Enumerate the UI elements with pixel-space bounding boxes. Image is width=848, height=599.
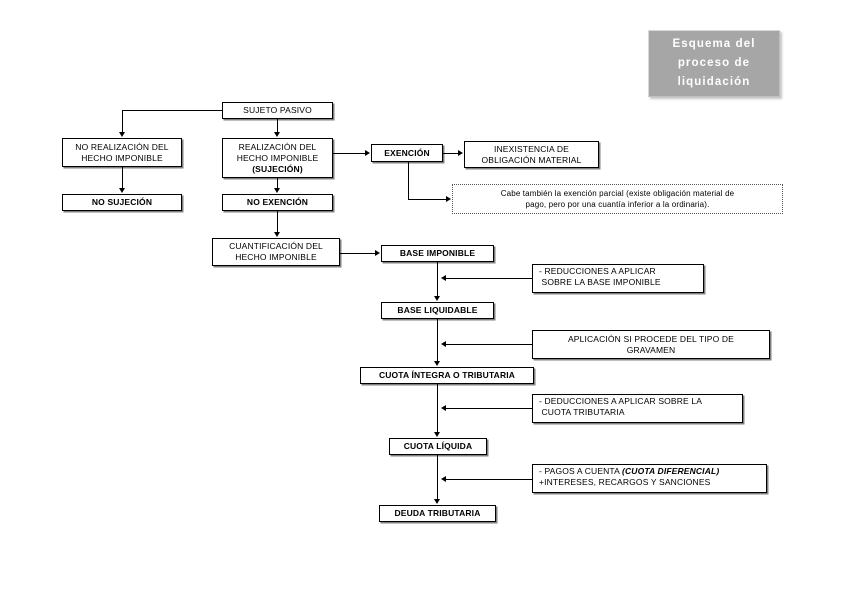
connector-deducciones-to-spine	[446, 408, 532, 409]
arrow-aplicacion-tipo-in	[441, 340, 446, 347]
node-cuantificacion-line-2: HECHO IMPONIBLE	[235, 252, 317, 262]
node-base-imponible-label: BASE IMPONIBLE	[399, 248, 476, 258]
node-realizacion-line-2: HECHO IMPONIBLE	[236, 152, 319, 163]
node-cuota-integra-label: CUOTA ÍNTEGRA O TRIBUTARIA	[378, 370, 516, 380]
note-deducciones-line-2: CUOTA TRIBUTARIA	[541, 407, 625, 417]
note-pagos-line-1-text: - PAGOS A CUENTA	[539, 466, 623, 476]
connector-left-down	[122, 110, 123, 133]
node-no-sujecion: NO SUJECIÓN	[62, 194, 182, 211]
node-no-realizacion-hecho-imponible: NO REALIZACIÓN DEL HECHO IMPONIBLE	[62, 138, 182, 167]
node-cuota-liquida: CUOTA LÍQUIDA	[389, 438, 487, 455]
arrow-to-cuota-integra	[433, 361, 440, 366]
arrow-to-exencion	[365, 149, 370, 156]
connector-aplicacion-tipo-to-spine	[446, 344, 532, 345]
title-plaque: Esquema del proceso de liquidación	[648, 30, 780, 97]
connector-sujeto-down	[277, 119, 278, 133]
node-inexistencia-line-2: OBLIGACIÓN MATERIAL	[481, 154, 582, 165]
node-exencion: EXENCIÓN	[371, 144, 443, 162]
connector-no-realizacion-down	[122, 167, 123, 189]
node-cuota-integra-tributaria: CUOTA ÍNTEGRA O TRIBUTARIA	[360, 367, 534, 384]
node-inexistencia-line-1: INEXISTENCIA DE	[494, 143, 569, 154]
node-no-exencion: NO EXENCIÓN	[222, 194, 333, 211]
node-deuda-tributaria-label: DEUDA TRIBUTARIA	[394, 508, 481, 518]
title-line-3: liquidación	[677, 76, 751, 88]
node-cuantificacion-hecho-imponible: CUANTIFICACIÓN DEL HECHO IMPONIBLE	[212, 238, 340, 266]
arrow-reducciones-in	[441, 274, 446, 281]
arrow-to-nota-exencion	[446, 195, 451, 202]
arrow-to-no-sujecion	[118, 188, 125, 193]
note-pagos-line-1: - PAGOS A CUENTA (CUOTA DIFERENCIAL)	[539, 466, 763, 477]
note-aplicacion-tipo-line-1: APLICACIÓN SI PROCEDE DEL TIPO DE	[567, 333, 735, 344]
node-sujeto-pasivo: SUJETO PASIVO	[222, 102, 333, 119]
arrow-to-deuda-tributaria	[433, 499, 440, 504]
note-exencion-parcial-line-2: pago, pero por una cuantía inferior a la…	[525, 200, 710, 209]
note-reducciones: - REDUCCIONES A APLICAR SOBRE LA BASE IM…	[532, 264, 704, 293]
note-pagos-line-2: +INTERESES, RECARGOS Y SANCIONES	[539, 477, 711, 487]
note-reducciones-line-2: SOBRE LA BASE IMPONIBLE	[541, 277, 661, 287]
node-no-realizacion-line-1: NO REALIZACIÓN DEL	[75, 141, 169, 152]
arrow-pagos-in	[441, 475, 446, 482]
note-deducciones: - DEDUCCIONES A APLICAR SOBRE LA CUOTA T…	[532, 394, 743, 423]
node-base-imponible: BASE IMPONIBLE	[381, 245, 494, 262]
node-no-realizacion-line-2: HECHO IMPONIBLE	[81, 152, 163, 163]
node-realizacion-line-1: REALIZACIÓN DEL	[238, 141, 317, 152]
note-aplicacion-tipo-gravamen: APLICACIÓN SI PROCEDE DEL TIPO DE GRAVAM…	[532, 330, 770, 359]
node-sujeto-pasivo-label: SUJETO PASIVO	[243, 105, 312, 115]
arrow-to-cuantificacion	[273, 232, 280, 237]
arrow-to-cuota-liquida	[433, 432, 440, 437]
title-line-1: Esquema del	[672, 38, 756, 50]
connector-cuota-liquida-down	[437, 455, 438, 499]
node-base-liquidable-label: BASE LIQUIDABLE	[397, 305, 478, 315]
node-no-sujecion-label: NO SUJECIÓN	[91, 197, 153, 207]
connector-base-imponible-down	[437, 262, 438, 296]
connector-exencion-down	[408, 162, 409, 199]
node-realizacion-line-3: (SUJECIÓN)	[252, 163, 303, 174]
arrow-to-base-liquidable	[433, 296, 440, 301]
note-deducciones-line-1: - DEDUCCIONES A APLICAR SOBRE LA	[539, 396, 703, 406]
arrow-to-no-exencion	[273, 188, 280, 193]
node-no-exencion-label: NO EXENCIÓN	[246, 197, 309, 207]
node-inexistencia-obligacion-material: INEXISTENCIA DE OBLIGACIÓN MATERIAL	[464, 141, 599, 168]
connector-exencion-to-nota	[408, 199, 446, 200]
node-cuantificacion-line-1: CUANTIFICACIÓN DEL	[229, 241, 323, 251]
node-exencion-label: EXENCIÓN	[384, 147, 430, 158]
arrow-deducciones-in	[441, 404, 446, 411]
connector-reducciones-to-spine	[446, 278, 532, 279]
connector-cuantificacion-to-base-imponible	[340, 253, 375, 254]
connector-sujeto-to-left	[122, 110, 222, 111]
arrow-to-realizacion	[273, 132, 280, 137]
note-exencion-parcial: Cabe también la exención parcial (existe…	[452, 184, 783, 214]
arrow-to-no-realizacion	[118, 132, 125, 137]
connector-realizacion-down	[277, 178, 278, 189]
connector-no-exencion-down	[277, 211, 278, 232]
note-aplicacion-tipo-line-2: GRAVAMEN	[626, 344, 676, 355]
connector-exencion-to-inexistencia	[443, 153, 459, 154]
title-line-2: proceso de	[677, 57, 751, 69]
arrow-to-inexistencia	[458, 149, 463, 156]
arrow-to-base-imponible	[375, 249, 380, 256]
connector-cuota-integra-down	[437, 384, 438, 432]
node-cuota-liquida-label: CUOTA LÍQUIDA	[403, 441, 473, 451]
note-exencion-parcial-line-1: Cabe también la exención parcial (existe…	[500, 189, 735, 198]
node-realizacion-hecho-imponible: REALIZACIÓN DEL HECHO IMPONIBLE (SUJECIÓ…	[222, 138, 333, 178]
node-base-liquidable: BASE LIQUIDABLE	[381, 302, 494, 319]
connector-realizacion-to-exencion	[333, 153, 366, 154]
connector-base-liquidable-down	[437, 319, 438, 361]
note-pagos-cuota-diferencial: (CUOTA DIFERENCIAL)	[622, 466, 720, 476]
connector-pagos-to-spine	[446, 479, 532, 480]
node-deuda-tributaria: DEUDA TRIBUTARIA	[379, 505, 496, 522]
note-reducciones-line-1: - REDUCCIONES A APLICAR	[539, 266, 656, 276]
note-pagos-a-cuenta: - PAGOS A CUENTA (CUOTA DIFERENCIAL) +IN…	[532, 464, 767, 493]
